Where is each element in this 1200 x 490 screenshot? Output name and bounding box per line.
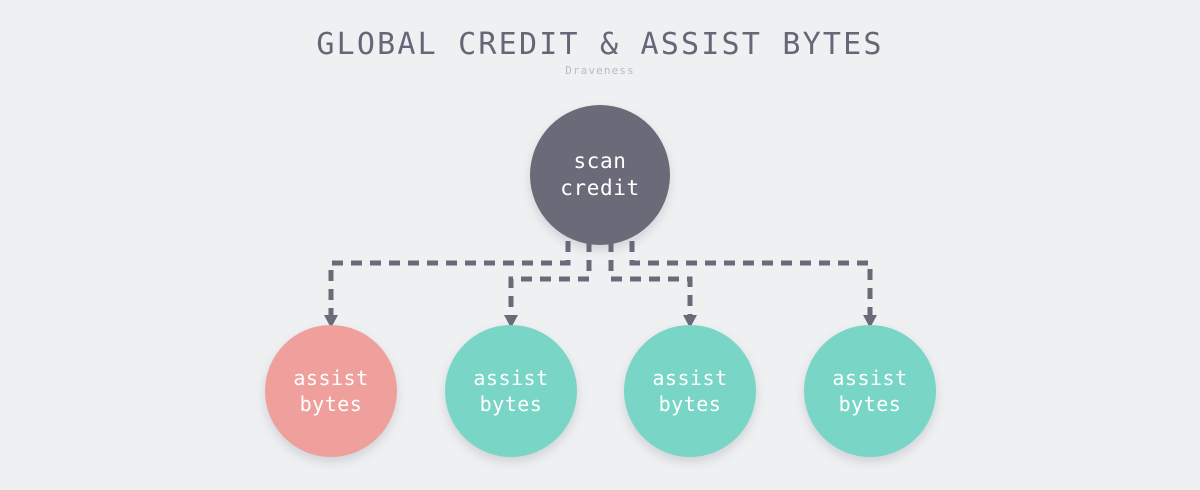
node-label-line1: assist xyxy=(293,366,369,390)
node-label-line1: assist xyxy=(832,366,908,390)
edge-path-edge-2 xyxy=(508,241,592,316)
node-label-line2: bytes xyxy=(479,392,543,416)
node-label-line2: credit xyxy=(560,176,640,200)
edge-arrowhead-edge-3 xyxy=(683,315,697,328)
node-label-line2: bytes xyxy=(838,392,902,416)
node-label-line1: assist xyxy=(473,366,549,390)
node-scan-credit[interactable]: scan credit xyxy=(530,105,670,245)
node-label-line2: bytes xyxy=(658,392,722,416)
edge-path-edge-4 xyxy=(629,241,873,316)
edge-arrowhead-edge-4 xyxy=(863,315,877,328)
page-title: GLOBAL CREDIT & ASSIST BYTES xyxy=(316,27,884,62)
node-label-line1: assist xyxy=(652,366,728,390)
edge-arrowhead-edge-2 xyxy=(504,315,518,328)
node-label-line2: bytes xyxy=(299,392,363,416)
page-subtitle: Draveness xyxy=(565,64,635,77)
edge-path-edge-3 xyxy=(608,241,693,316)
edge-path-edge-1 xyxy=(328,241,571,316)
node-label-line1: scan xyxy=(573,148,627,173)
edge-arrowhead-edge-1 xyxy=(324,315,338,328)
